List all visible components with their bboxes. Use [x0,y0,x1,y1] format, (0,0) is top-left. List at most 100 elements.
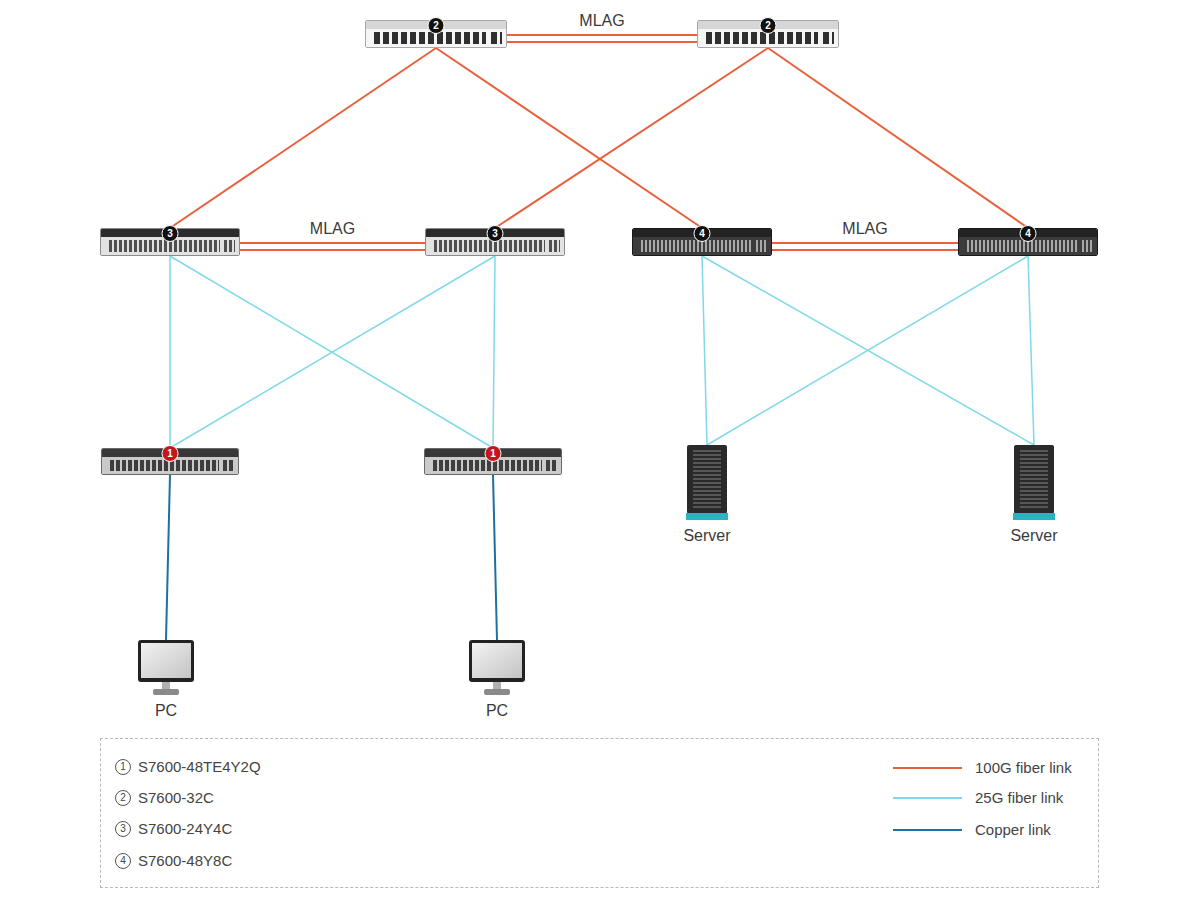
server-node: Server [686,445,728,520]
switch-port-block [967,240,1077,252]
fiber-link-100g [240,249,425,251]
server-bay [693,498,721,500]
legend-line-25g [893,797,962,799]
legend-line-copper [893,829,962,831]
server-bay [693,474,721,476]
pc-icon [138,640,194,696]
link-label: MLAG [307,220,358,238]
device-caption: PC [486,702,508,720]
aggregation-switch: 3 [100,228,240,256]
server-node: Server [1013,445,1055,520]
callout-number: 3 [487,225,504,242]
switch-port-block [706,32,818,44]
key-number: 3 [115,821,131,837]
model-name: S7600-48TE4Y2Q [138,758,261,776]
switch-uplink-ports [823,32,834,44]
server-chassis [1014,445,1054,514]
server-bay [1020,490,1048,492]
server-icon [686,445,728,520]
callout-number: 2 [760,17,777,34]
server-bay [1020,494,1048,496]
monitor-neck [493,682,501,690]
switch-uplink-ports [549,240,560,252]
access-switch: 1 [101,448,239,475]
server-bay [693,506,721,508]
server-bay [1020,454,1048,456]
fiber-link-100g [772,249,958,251]
fiber-link-25g [493,256,495,448]
server-bay [1020,458,1048,460]
fiber-link-100g [772,242,958,244]
switch-port-block [374,32,486,44]
server-bay [693,482,721,484]
callout-number: 4 [694,225,711,242]
monitor-bezel [138,640,194,682]
core-switch: 2 [365,20,507,48]
monitor-neck [162,682,170,690]
legend-line-100g [893,767,962,769]
callout-number: 1 [162,445,179,462]
fiber-link-25g [702,256,1034,445]
server-bay [1020,462,1048,464]
server-bay [1020,470,1048,472]
switch-port-block [433,460,542,471]
copper-link [493,475,497,640]
pc-icon [469,640,525,696]
server-bay [693,490,721,492]
server-bay [1020,506,1048,508]
fiber-link-100g [240,242,425,244]
switch-uplink-ports [1082,240,1093,252]
callout-number: 4 [1020,225,1037,242]
fiber-link-100g [436,48,702,228]
switch-uplink-ports [491,32,502,44]
fiber-link-100g [495,48,768,228]
switch-port-block [434,240,544,252]
switch-port-block [109,240,219,252]
model-name: S7600-24Y4C [138,820,232,838]
server-bay [693,486,721,488]
monitor-screen [472,643,522,678]
server-bay [693,478,721,480]
copper-link [166,475,170,640]
pc-node: PC [138,640,194,696]
monitor-foot [484,689,510,695]
server-chassis [687,445,727,514]
model-name: S7600-48Y8C [138,852,232,870]
device-caption: Server [683,527,730,545]
device-caption: PC [155,702,177,720]
callout-number: 1 [485,445,502,462]
server-bay [693,466,721,468]
server-bay [1020,450,1048,452]
server-bay [693,470,721,472]
server-bay [1020,474,1048,476]
server-bay [1020,502,1048,504]
server-bay [1020,498,1048,500]
key-number: 1 [115,759,131,775]
callout-number: 3 [162,225,179,242]
monitor-foot [153,689,179,695]
aggregation-switch: 3 [425,228,565,256]
switch-uplink-ports [223,460,234,471]
legend-text: 100G fiber link [975,759,1072,777]
fiber-link-25g [702,256,707,445]
monitor-bezel [469,640,525,682]
core-switch: 2 [697,20,839,48]
switch-uplink-ports [546,460,557,471]
server-bay [693,458,721,460]
server-icon [1013,445,1055,520]
monitor-screen [141,643,191,678]
server-bay [693,494,721,496]
server-bay [1020,482,1048,484]
server-bay [1020,478,1048,480]
legend-text: Copper link [975,821,1051,839]
server-base [1013,513,1055,520]
switch-port-block [110,460,219,471]
key-number: 2 [115,790,131,806]
switch-uplink-ports [224,240,235,252]
callout-number: 2 [428,17,445,34]
pc-node: PC [469,640,525,696]
fiber-link-100g [507,41,697,43]
fiber-link-100g [768,48,1028,228]
model-name: S7600-32C [138,789,214,807]
